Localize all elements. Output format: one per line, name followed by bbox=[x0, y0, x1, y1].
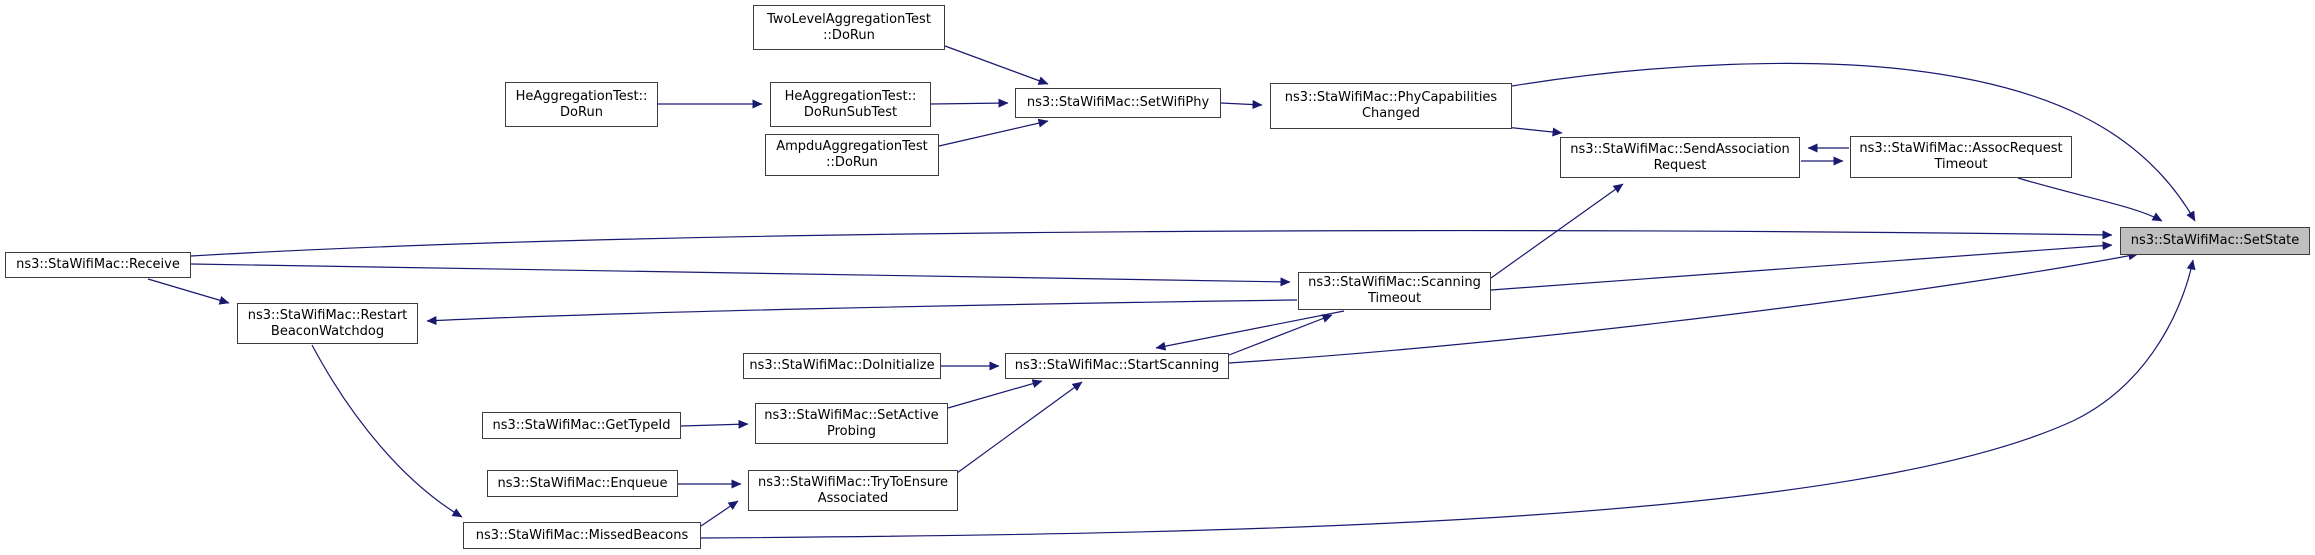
node-set-active-probing[interactable]: ns3::StaWifiMac::SetActive Probing bbox=[755, 403, 948, 444]
edge-two-level-do-run-to-set-wifi-phy bbox=[944, 45, 1049, 85]
node-start-scanning[interactable]: ns3::StaWifiMac::StartScanning bbox=[1005, 353, 1229, 379]
node-label: ns3::StaWifiMac::TryToEnsure bbox=[757, 474, 949, 490]
node-scanning-timeout[interactable]: ns3::StaWifiMac::Scanning Timeout bbox=[1298, 272, 1491, 310]
node-label: ns3::StaWifiMac::PhyCapabilities bbox=[1284, 90, 1498, 106]
node-label: ::DoRun bbox=[823, 27, 875, 43]
node-label: ns3::StaWifiMac::Scanning bbox=[1308, 275, 1481, 291]
node-label: Request bbox=[1653, 157, 1707, 173]
node-label: ns3::StaWifiMac::SetState bbox=[2130, 233, 2300, 249]
edge-missed-beacons-to-try-to-ensure-associated bbox=[700, 500, 739, 527]
node-label: ns3::StaWifiMac::SendAssociation bbox=[1570, 141, 1790, 157]
node-label: Timeout bbox=[1367, 291, 1422, 306]
node-he-aggregation-test-do-run-sub-test[interactable]: HeAggregationTest:: DoRunSubTest bbox=[770, 82, 931, 127]
node-label: ns3::StaWifiMac::Enqueue bbox=[497, 475, 668, 491]
edge-phy-capabilities-changed-to-set-state bbox=[1511, 62, 2196, 222]
node-label: Probing bbox=[827, 423, 876, 439]
node-label: BeaconWatchdog bbox=[270, 323, 385, 339]
node-send-association-request[interactable]: ns3::StaWifiMac::SendAssociation Request bbox=[1560, 137, 1800, 178]
node-receive[interactable]: ns3::StaWifiMac::Receive bbox=[5, 252, 191, 278]
edge-set-wifi-phy-to-phy-capabilities-changed bbox=[1220, 100, 1263, 110]
node-label: AmpduAggregationTest bbox=[776, 139, 928, 155]
node-label: DoRun bbox=[560, 104, 603, 120]
node-try-to-ensure-associated[interactable]: ns3::StaWifiMac::TryToEnsure Associated bbox=[748, 470, 958, 511]
edge-receive-to-set-state bbox=[190, 230, 2113, 257]
edge-try-to-ensure-associated-to-start-scanning bbox=[956, 381, 1083, 474]
node-label: ns3::StaWifiMac::Receive bbox=[16, 257, 180, 273]
node-ampdu-aggregation-test-do-run[interactable]: AmpduAggregationTest ::DoRun bbox=[765, 134, 939, 176]
edge-start-scanning-to-set-state bbox=[1228, 251, 2139, 364]
edge-scanning-timeout-to-start-scanning bbox=[1155, 310, 1345, 351]
node-missed-beacons[interactable]: ns3::StaWifiMac::MissedBeacons bbox=[463, 522, 701, 549]
node-label: ns3::StaWifiMac::DoInitialize bbox=[749, 358, 935, 374]
node-label: Timeout bbox=[1934, 157, 1988, 172]
node-label: Associated bbox=[817, 490, 889, 506]
node-label: Changed bbox=[1361, 106, 1421, 121]
node-get-type-id[interactable]: ns3::StaWifiMac::GetTypeId bbox=[482, 412, 681, 439]
edge-ampdu-do-run-to-set-wifi-phy bbox=[938, 118, 1049, 147]
node-label: ns3::StaWifiMac::MissedBeacons bbox=[475, 527, 689, 543]
node-label: TwoLevelAggregationTest bbox=[767, 11, 931, 27]
edge-restart-beacon-watchdog-to-missed-beacons bbox=[311, 344, 463, 518]
node-phy-capabilities-changed[interactable]: ns3::StaWifiMac::PhyCapabilities Changed bbox=[1270, 83, 1512, 129]
edge-receive-to-restart-beacon-watchdog bbox=[147, 278, 230, 305]
edge-scanning-timeout-to-restart-beacon-watchdog bbox=[426, 299, 1298, 326]
edge-receive-to-scanning-timeout bbox=[190, 263, 1291, 287]
edge-scanning-timeout-to-set-state bbox=[1490, 241, 2113, 291]
node-label: ns3::StaWifiMac::StartScanning bbox=[1014, 358, 1220, 374]
node-restart-beacon-watchdog[interactable]: ns3::StaWifiMac::Restart BeaconWatchdog bbox=[237, 303, 418, 344]
node-set-state: ns3::StaWifiMac::SetState bbox=[2120, 227, 2310, 255]
edge-assoc-request-timeout-to-set-state bbox=[2017, 177, 2163, 222]
node-label: DoRunSubTest bbox=[803, 104, 898, 120]
node-label: ns3::StaWifiMac::SetWifiPhy bbox=[1026, 95, 1210, 111]
node-label: ::DoRun bbox=[826, 155, 878, 170]
edge-get-type-id-to-set-active-probing bbox=[680, 419, 749, 429]
node-label: ns3::StaWifiMac::AssocRequest bbox=[1859, 141, 2063, 157]
node-set-wifi-phy[interactable]: ns3::StaWifiMac::SetWifiPhy bbox=[1015, 88, 1221, 118]
node-label: HeAggregationTest:: bbox=[515, 88, 648, 104]
node-label: ns3::StaWifiMac::GetTypeId bbox=[492, 417, 671, 433]
edge-missed-beacons-to-set-state bbox=[700, 259, 2196, 539]
node-two-level-aggregation-test-do-run[interactable]: TwoLevelAggregationTest ::DoRun bbox=[753, 5, 945, 50]
node-enqueue[interactable]: ns3::StaWifiMac::Enqueue bbox=[487, 470, 678, 497]
edge-scanning-timeout-to-send-association-request bbox=[1490, 183, 1624, 279]
node-label: ns3::StaWifiMac::Restart bbox=[247, 307, 408, 323]
node-label: HeAggregationTest:: bbox=[784, 88, 917, 104]
node-he-aggregation-test-do-run[interactable]: HeAggregationTest:: DoRun bbox=[505, 82, 658, 127]
node-do-initialize[interactable]: ns3::StaWifiMac::DoInitialize bbox=[743, 353, 941, 379]
node-label: ns3::StaWifiMac::SetActive bbox=[764, 407, 939, 423]
edge-do-run-sub-test-to-set-wifi-phy bbox=[930, 98, 1009, 108]
node-assoc-request-timeout[interactable]: ns3::StaWifiMac::AssocRequest Timeout bbox=[1850, 136, 2072, 178]
edge-set-active-probing-to-start-scanning bbox=[947, 379, 1043, 409]
edge-phy-capabilities-changed-to-send-association-request bbox=[1504, 126, 1563, 137]
edge-start-scanning-to-scanning-timeout bbox=[1228, 314, 1333, 356]
